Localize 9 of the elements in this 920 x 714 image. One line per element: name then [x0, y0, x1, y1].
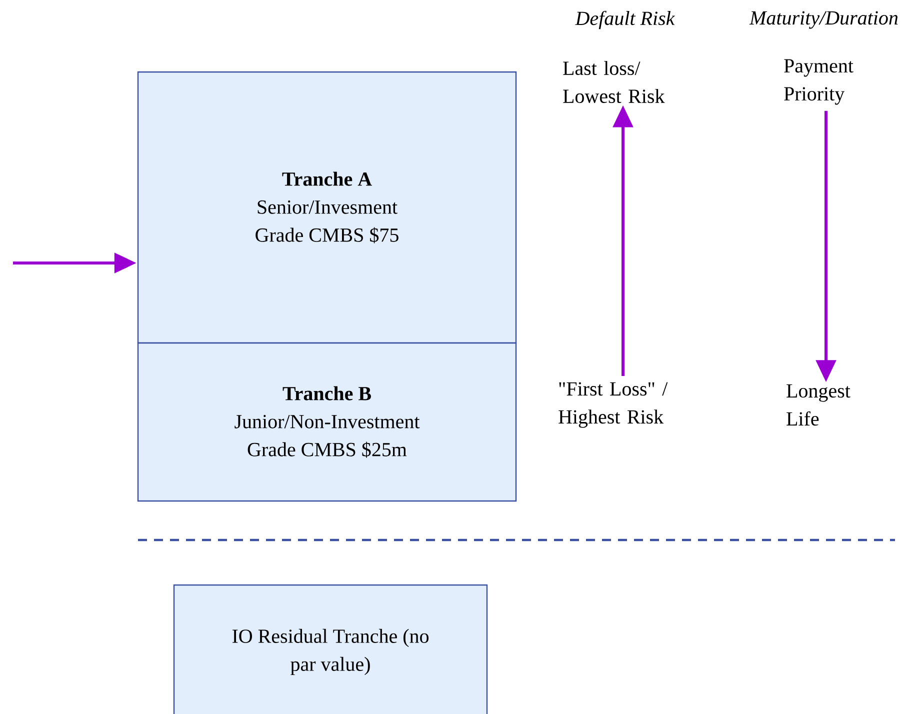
tranche-box: Tranche A Senior/Invesment Grade CMBS $75 [137, 71, 517, 344]
column-heading: Default Risk [575, 10, 676, 30]
tranche-box: Tranche B Junior/Non-Investment Grade CMBS $25m [137, 342, 517, 502]
tranche-box: IO Residual Tranche (no par value) [173, 584, 488, 714]
risk-label: Payment Priority [784, 59, 854, 105]
column-heading: Maturity/Duration [749, 11, 898, 29]
risk-label: Longest Life [786, 384, 850, 426]
risk-label: Last loss/ Lowest Risk [563, 60, 665, 104]
risk-label: "First Loss" / Highest Risk [558, 382, 668, 428]
